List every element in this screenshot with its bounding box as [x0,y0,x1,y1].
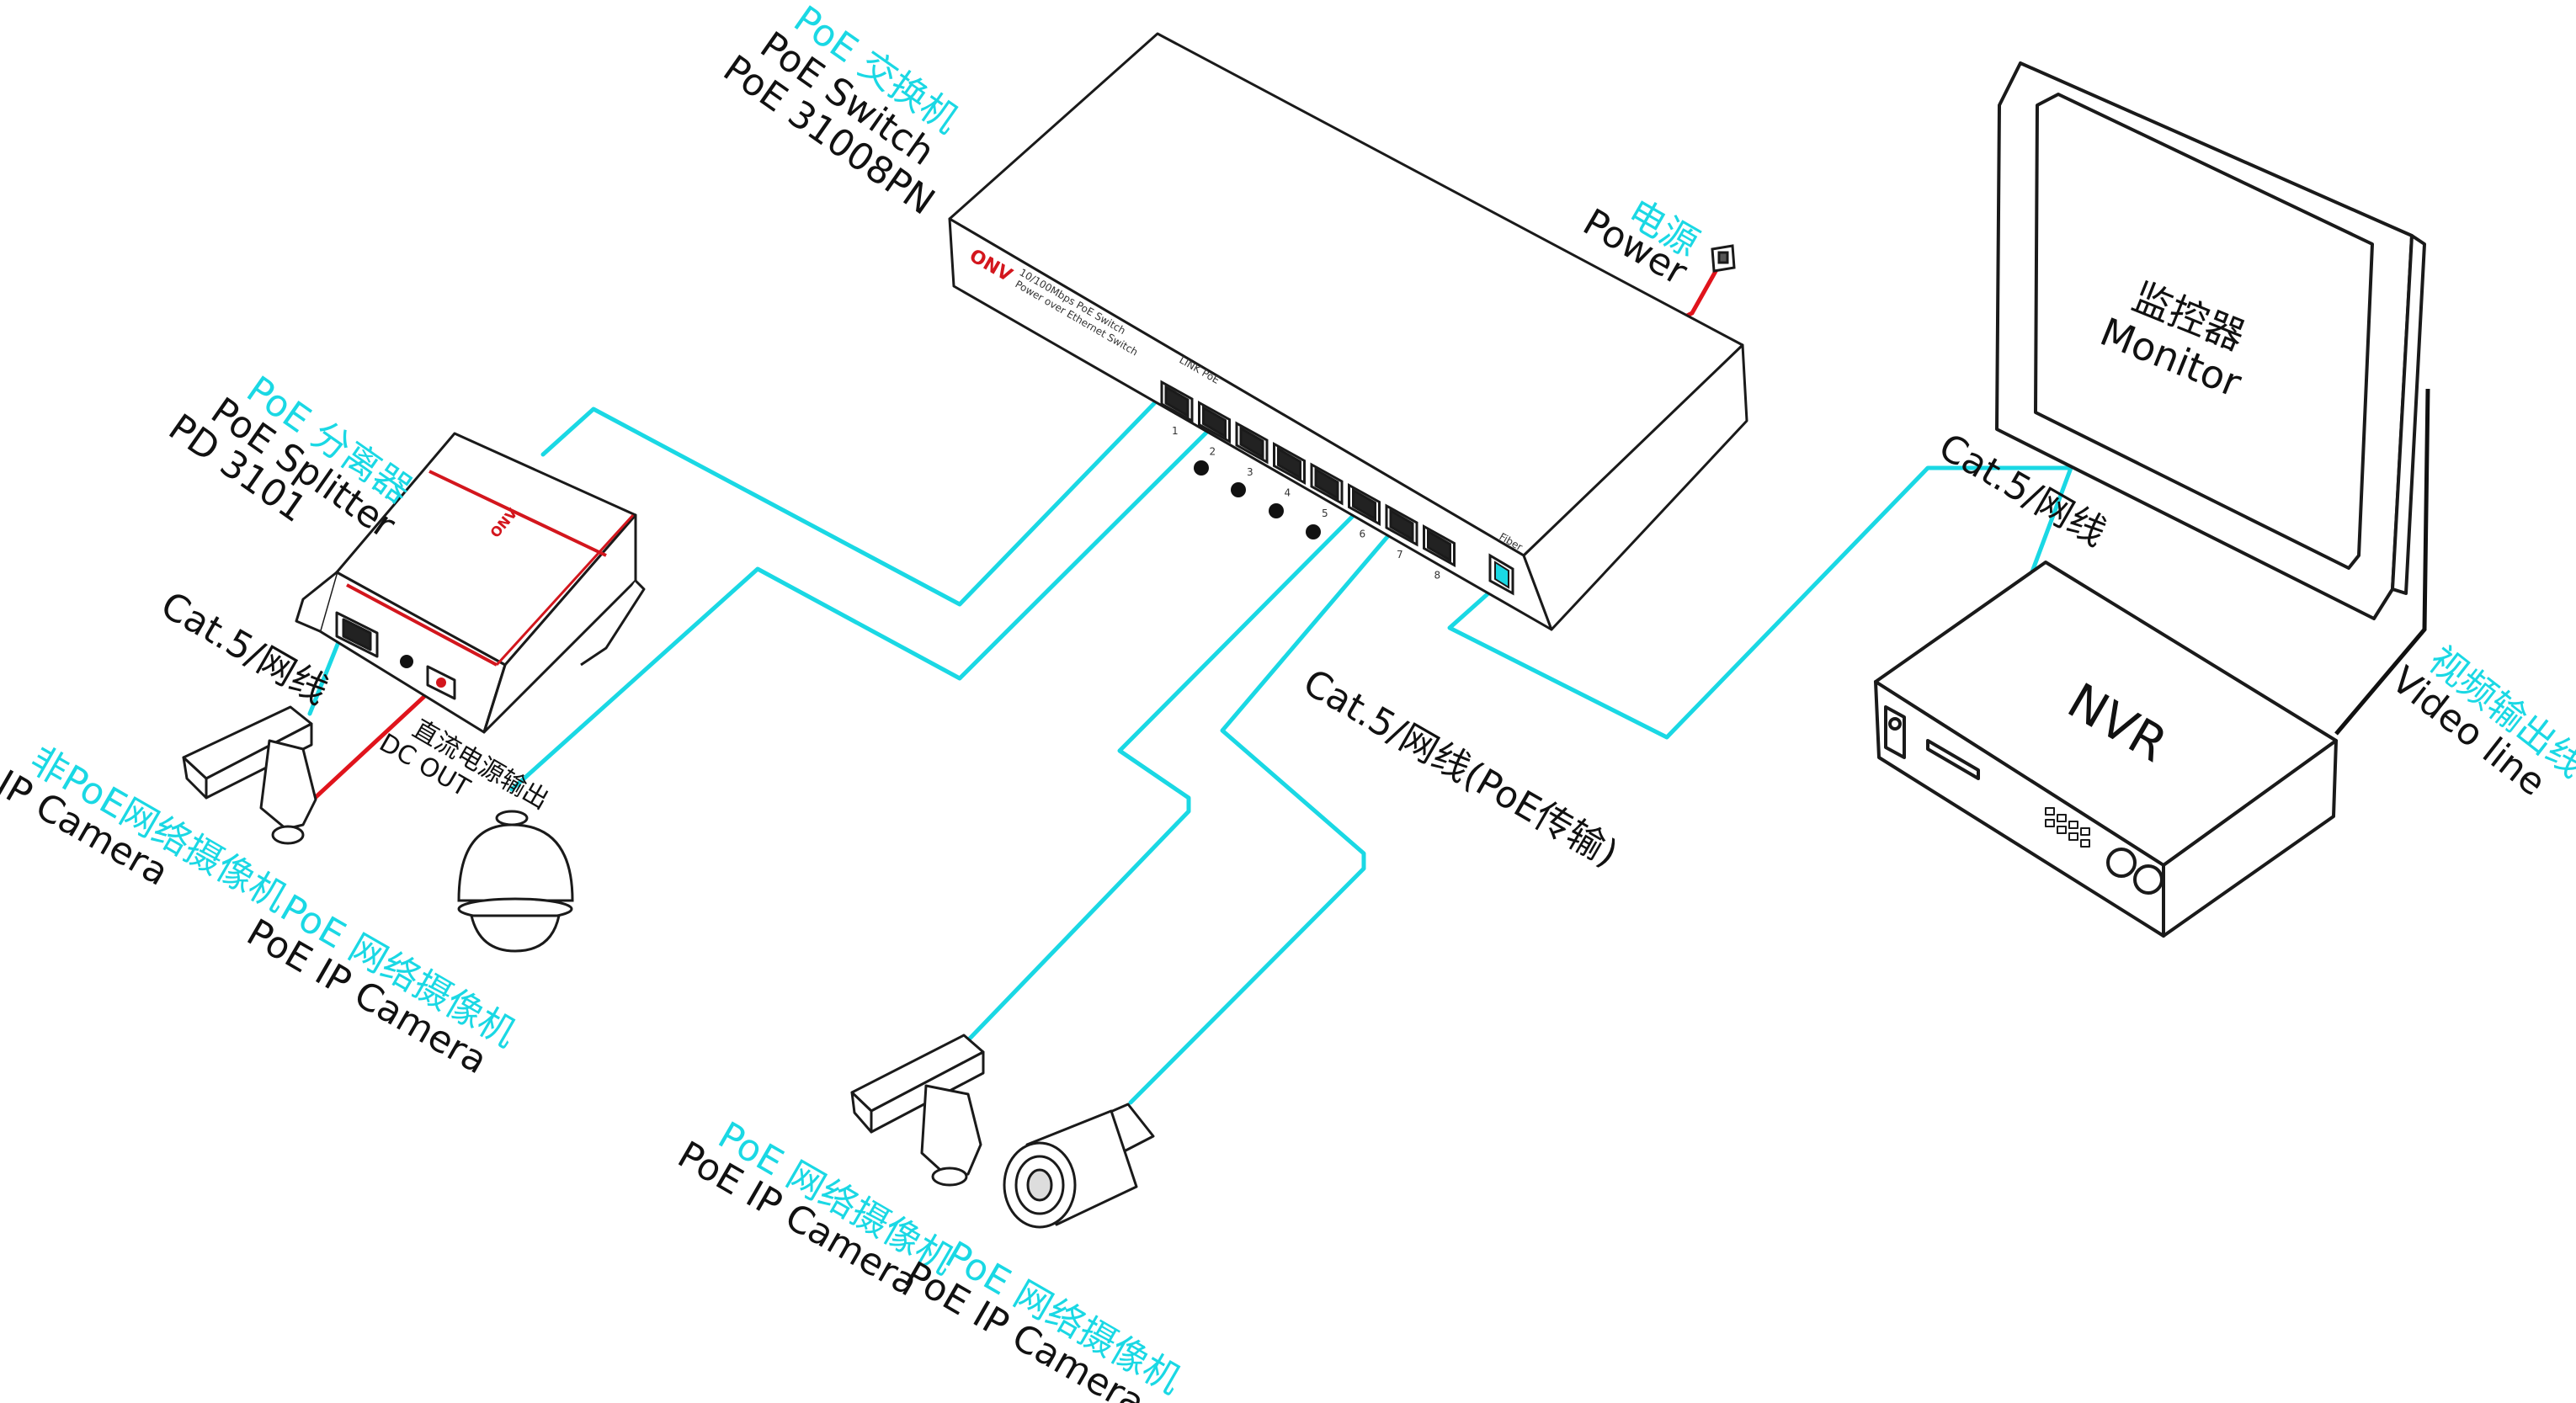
cable-splitter-to-switch [540,391,1166,607]
switch-port-number: 7 [1397,549,1403,561]
switch-led-dots [1194,460,1321,539]
switch-port-7-jack [1389,508,1414,542]
switch-ports: 1 2 3 4 5 6 7 8 [1160,380,1456,582]
ip-camera-nonpoe [182,705,317,845]
switch-label-group: PoE 交换机 PoE Switch PoE 31008PN [716,0,966,224]
switch-port-6-jack [1352,487,1376,522]
poe-splitter: ONV [295,432,646,734]
switch-port-number: 1 [1172,425,1179,437]
switch-port-4-jack [1277,446,1301,481]
monitor-label-group: 监控器 Monitor [2094,274,2251,406]
switch-port-number: 4 [1285,487,1291,499]
poe-camera-bullet [1003,1103,1155,1229]
power-socket [1711,244,1736,273]
switch-port-3-jack [1239,426,1264,460]
poe-switch: ONV 10/100Mbps PoE Switch Power over Eth… [948,32,1748,631]
switch-port-2-jack [1202,405,1227,439]
poe-camera-box [850,1034,985,1187]
monitor [1995,61,2426,620]
cable-bullet-to-switch [1128,513,1408,1105]
switch-port-number: 6 [1360,529,1366,540]
switch-port-5-jack [1314,467,1339,501]
switch-port-number: 3 [1247,466,1253,478]
switch-port-number: 5 [1322,508,1328,519]
switch-port-1-jack [1164,385,1190,418]
fiber-port [1488,553,1514,596]
nvr-buttons [2045,807,2090,848]
cable-dome-to-switch [509,413,1226,792]
switch-port-number: 8 [1434,570,1441,582]
poe-camera-dome [457,810,574,953]
cable-switch-to-nvr [1447,465,2073,740]
nvr [1874,561,2338,938]
video-line-label-group: 视频输出线 Video line [2383,638,2576,805]
cable-boxcam-to-switch [964,494,1375,1044]
switch-port-number: 2 [1210,446,1216,458]
dc-cable-splitter-to-camera [311,678,444,801]
switch-port-8-jack [1427,529,1451,563]
video-line-cable [2334,388,2430,736]
